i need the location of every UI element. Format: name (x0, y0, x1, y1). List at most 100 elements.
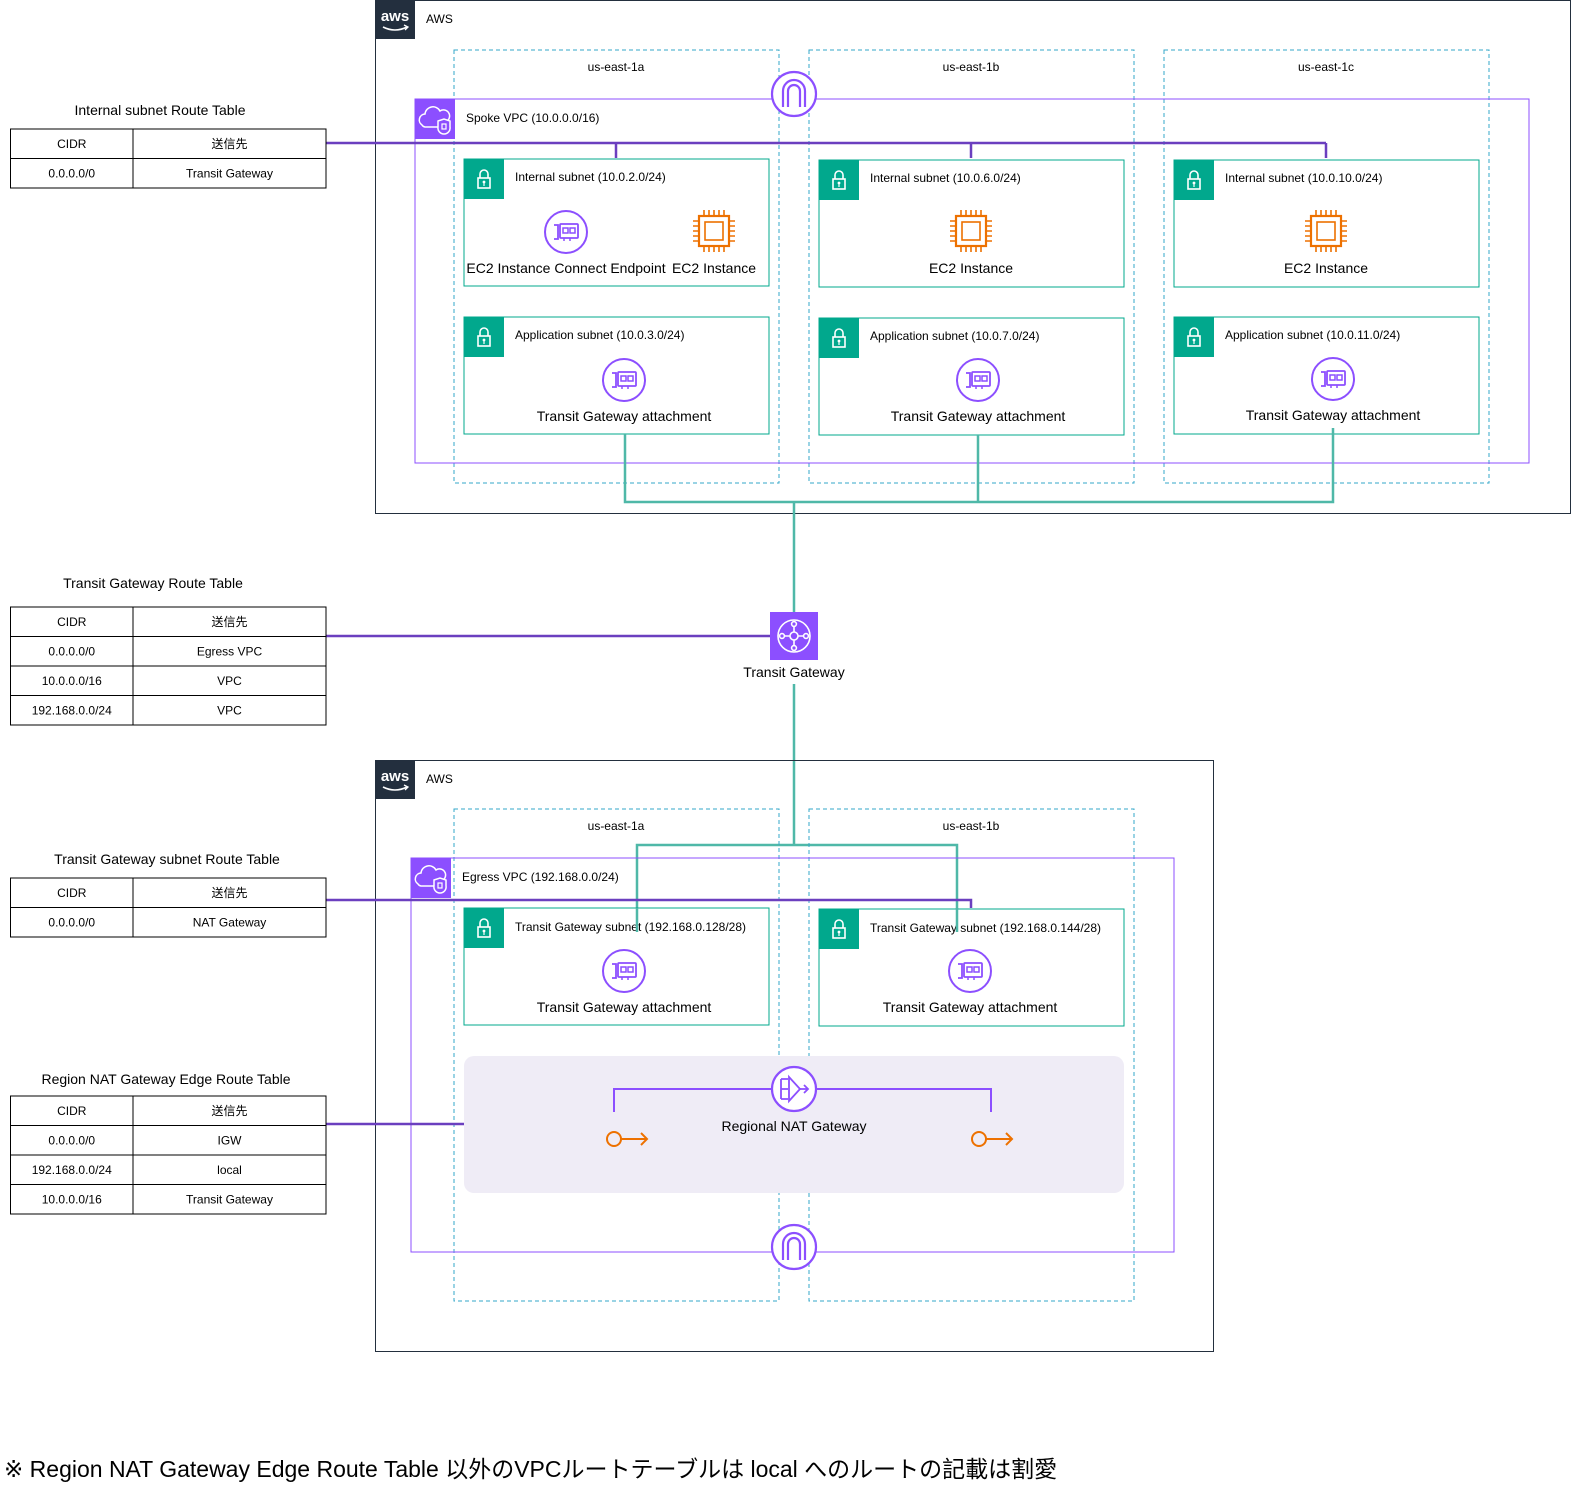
ec2-label: EC2 Instance (672, 260, 756, 276)
nat-gateway-label: Regional NAT Gateway (722, 1118, 867, 1134)
route-table-title: Transit Gateway Route Table (63, 575, 243, 591)
table-cell: NAT Gateway (193, 915, 267, 929)
attachment-label: Transit Gateway attachment (891, 408, 1066, 424)
internet-gateway-icon (770, 70, 818, 118)
attachment-label: Transit Gateway attachment (1246, 407, 1421, 423)
az-box (808, 808, 1135, 1302)
spoke-vpc-box (414, 98, 1530, 464)
internal-subnet: Internal subnet (10.0.6.0/24) (818, 159, 1125, 288)
az-box (1163, 49, 1490, 484)
table-header-cell: CIDR (57, 615, 87, 629)
table-header-row: CIDR 送信先 (10, 128, 327, 159)
subnet-label: Transit Gateway subnet (192.168.0.128/28… (515, 920, 746, 934)
subnet-label: Transit Gateway subnet (192.168.0.144/28… (870, 921, 1101, 935)
subnet-label: Application subnet (10.0.7.0/24) (870, 329, 1039, 343)
table-row: 192.168.0.0/24 local (10, 1154, 327, 1185)
table-header-cell: 送信先 (211, 614, 247, 629)
table-cell: 192.168.0.0/24 (32, 703, 112, 717)
ec2-label: EC2 Instance (929, 260, 1013, 276)
footnote: ※ Region NAT Gateway Edge Route Table 以外… (4, 1456, 1058, 1482)
table-cell: Transit Gateway (186, 166, 273, 180)
table-cell: 192.168.0.0/24 (32, 1163, 112, 1177)
table-cell: Transit Gateway (186, 1192, 273, 1206)
application-subnet: Application subnet (10.0.3.0/24) (463, 316, 770, 435)
vpc-label: Egress VPC (192.168.0.0/24) (462, 870, 619, 884)
az-box (453, 49, 780, 484)
table-cell: local (217, 1163, 242, 1177)
vpc-icon (414, 98, 456, 140)
table-cell: 0.0.0.0/0 (48, 915, 95, 929)
table-row: 0.0.0.0/0 Transit Gateway (10, 158, 327, 189)
attachment-label: Transit Gateway attachment (883, 999, 1058, 1015)
aws-logo-icon (374, 759, 416, 800)
table-row: 0.0.0.0/0 NAT Gateway (10, 907, 327, 938)
attachment-label: Transit Gateway attachment (537, 999, 712, 1015)
table-cell: 0.0.0.0/0 (48, 644, 95, 658)
vpc-label: Spoke VPC (10.0.0.0/16) (466, 111, 599, 125)
aws-cloud-egress (375, 760, 1214, 1352)
table-header-cell: 送信先 (211, 136, 247, 151)
subnet-label: Internal subnet (10.0.6.0/24) (870, 171, 1021, 185)
table-cell: VPC (217, 703, 242, 717)
table-cell: 10.0.0.0/16 (42, 674, 102, 688)
table-cell: 10.0.0.0/16 (42, 1192, 102, 1206)
elastic-ip-icon (971, 1131, 1014, 1147)
aws-cloud-label: AWS (426, 12, 453, 26)
table-cell: 0.0.0.0/0 (48, 166, 95, 180)
az-box (808, 49, 1135, 484)
table-header-cell: 送信先 (211, 1103, 247, 1118)
route-table-title: Transit Gateway subnet Route Table (54, 851, 280, 867)
az-label: us-east-1b (943, 60, 1000, 74)
ec2-label: EC2 Instance (1284, 260, 1368, 276)
subnet-label: Application subnet (10.0.3.0/24) (515, 328, 684, 342)
table-header-row: CIDR 送信先 (10, 877, 327, 908)
az-label: us-east-1a (588, 819, 645, 833)
tgw-connector (635, 908, 959, 932)
aws-logo-icon (374, 0, 416, 40)
table-cell: Egress VPC (197, 644, 263, 658)
table-row: 0.0.0.0/0 IGW (10, 1125, 327, 1156)
table-cell: 0.0.0.0/0 (48, 1133, 95, 1147)
table-header-cell: CIDR (57, 886, 87, 900)
table-row: 10.0.0.0/16 Transit Gateway (10, 1184, 327, 1215)
internal-subnet: Internal subnet (10.0.2.0/24) (463, 158, 770, 287)
route-table-title: Region NAT Gateway Edge Route Table (41, 1071, 290, 1087)
regional-nat-gateway-icon (770, 1065, 818, 1113)
table-header-cell: CIDR (57, 137, 87, 151)
subnet-label: Application subnet (10.0.11.0/24) (1225, 328, 1400, 342)
attachment-label: Transit Gateway attachment (537, 408, 712, 424)
table-row: 0.0.0.0/0 Egress VPC (10, 636, 327, 667)
aws-cloud-label: AWS (426, 772, 453, 786)
route-table-title: Internal subnet Route Table (75, 102, 246, 118)
subnet-label: Internal subnet (10.0.2.0/24) (515, 170, 666, 184)
table-header-cell: CIDR (57, 1104, 87, 1118)
az-label: us-east-1c (1298, 60, 1354, 74)
internet-gateway-icon (770, 1223, 818, 1271)
az-box (453, 808, 780, 1302)
regional-nat-gateway-area (464, 1056, 1124, 1193)
table-row: 192.168.0.0/24 VPC (10, 695, 327, 726)
vpc-icon (410, 857, 452, 899)
table-header-row: CIDR 送信先 (10, 1095, 327, 1126)
subnet-label: Internal subnet (10.0.10.0/24) (1225, 171, 1382, 185)
az-label: us-east-1b (943, 819, 1000, 833)
table-row: 10.0.0.0/16 VPC (10, 665, 327, 696)
table-cell: VPC (217, 674, 242, 688)
aws-cloud-spoke (375, 0, 1571, 514)
transit-gateway-glyph (777, 619, 811, 653)
table-cell: IGW (218, 1133, 243, 1147)
route-connector (326, 141, 1328, 158)
tgw-connector (623, 428, 1335, 932)
route-connector (326, 898, 973, 908)
eice-label: EC2 Instance Connect Endpoint (466, 260, 665, 276)
az-label: us-east-1a (588, 60, 645, 74)
table-header-cell: 送信先 (211, 885, 247, 900)
elastic-ip-icon (606, 1131, 649, 1147)
table-header-row: CIDR 送信先 (10, 606, 327, 637)
transit-gateway-label: Transit Gateway (743, 664, 844, 680)
